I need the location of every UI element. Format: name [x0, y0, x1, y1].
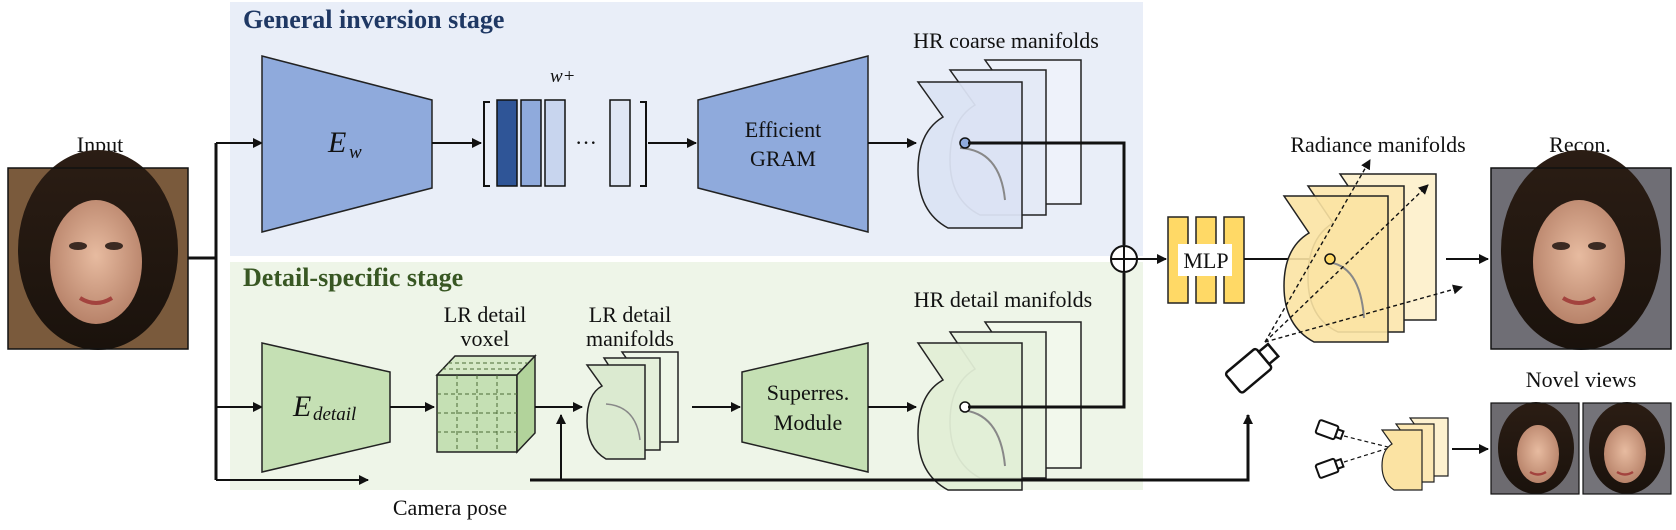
radiance-label: Radiance manifolds	[1290, 132, 1465, 157]
general-stage-title: General inversion stage	[243, 5, 504, 34]
gram-label-line2: GRAM	[750, 146, 816, 171]
lr-manifolds-label-1: LR detail	[589, 302, 671, 327]
camera-icon	[1224, 342, 1281, 394]
latent-ellipsis: ···	[575, 130, 597, 155]
detail-feature-line	[968, 273, 1126, 409]
ew-encoder: E w	[261, 55, 433, 233]
w-plus-latent: ··· w+	[483, 66, 647, 187]
hr-coarse-manifolds	[916, 59, 1082, 229]
lr-voxel-label-2: voxel	[461, 326, 510, 351]
lr-voxel-label-1: LR detail	[444, 302, 526, 327]
detail-stage-title: Detail-specific stage	[243, 263, 463, 292]
gram-label-line1: Efficient	[745, 117, 822, 142]
edetail-label: E	[292, 390, 311, 423]
lr-detail-voxel	[435, 354, 537, 454]
hr-detail-manifolds	[916, 321, 1082, 491]
camera-pose-label: Camera pose	[393, 495, 507, 520]
hr-coarse-label: HR coarse manifolds	[913, 28, 1099, 53]
lr-detail-manifolds	[585, 351, 679, 460]
coarse-feature-line	[968, 141, 1126, 245]
hr-detail-label: HR detail manifolds	[914, 287, 1092, 312]
superres-label-line1: Superres.	[767, 380, 849, 405]
mlp-label: MLP	[1183, 248, 1228, 273]
novel-views-manifolds	[1380, 417, 1449, 491]
w-plus-label: w+	[550, 66, 576, 87]
novel-views-cameras	[1314, 419, 1441, 479]
recon-face-image	[1490, 150, 1672, 350]
camera-pose-line	[530, 414, 1253, 482]
input-face-image	[7, 150, 189, 350]
novel-views-label: Novel views	[1526, 367, 1637, 392]
efficient-gram-block: Efficient GRAM	[697, 55, 869, 233]
lr-manifolds-label-2: manifolds	[586, 326, 674, 351]
sum-operator	[1110, 245, 1138, 273]
edetail-subscript: detail	[313, 404, 356, 425]
camera-rays	[1264, 159, 1463, 343]
superres-module: Superres. Module	[741, 342, 869, 473]
input-connector	[188, 143, 218, 480]
ew-encoder-label: E	[327, 126, 346, 159]
superres-label-line2: Module	[774, 410, 842, 435]
novel-view-image-2	[1582, 402, 1672, 495]
mlp-block: MLP	[1167, 216, 1245, 304]
ew-encoder-subscript: w	[349, 142, 362, 163]
radiance-manifolds	[1282, 173, 1437, 343]
edetail-encoder: E detail	[261, 342, 391, 473]
novel-view-image-1	[1490, 402, 1580, 495]
